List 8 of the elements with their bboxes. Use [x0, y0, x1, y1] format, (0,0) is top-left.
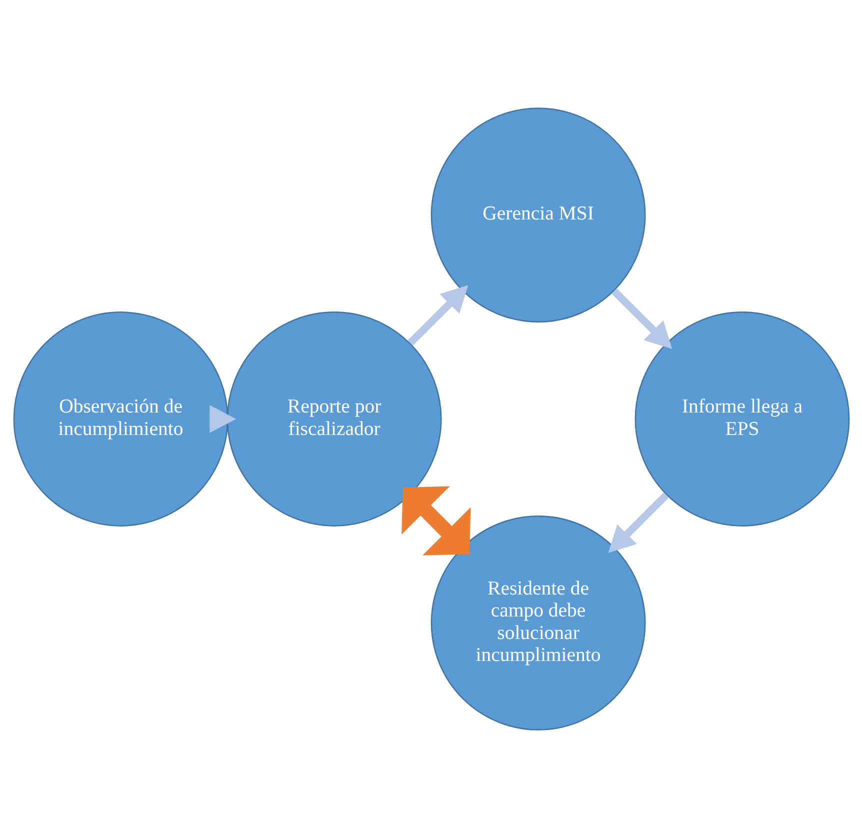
arrow [611, 288, 672, 349]
arrow [209, 405, 236, 433]
node-circle: Gerencia MSI [430, 108, 646, 322]
arrow [407, 285, 468, 346]
arrow [608, 492, 668, 553]
node-circle: Informe llega a EPS [634, 312, 850, 526]
arrow [401, 486, 470, 556]
node-circle: Residente de campo debe solucionar incumplimiento [430, 516, 646, 730]
